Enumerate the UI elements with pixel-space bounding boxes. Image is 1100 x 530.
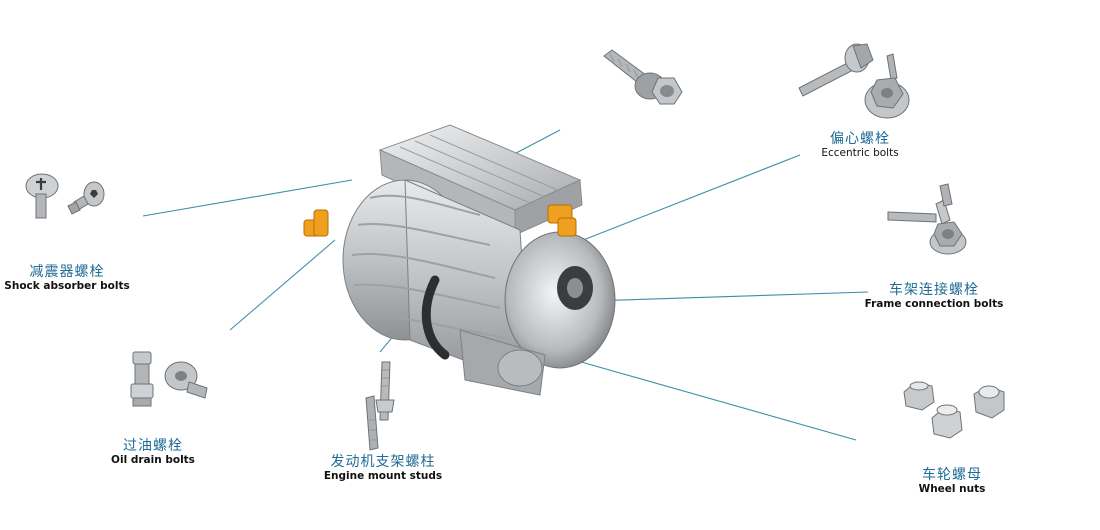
label-oil-drain-bolts-zh: 过油螺栓 bbox=[123, 438, 183, 454]
label-frame-connection-bolts: 车架连接螺栓 Frame connection bolts bbox=[860, 282, 1008, 310]
label-engine-mount-studs-en: Engine mount studs bbox=[323, 470, 443, 483]
eccentric-bolts-image bbox=[798, 43, 910, 119]
label-engine-mount-studs: 发动机支架螺柱 Engine mount studs bbox=[308, 454, 458, 482]
wheel-nuts-image bbox=[903, 381, 1005, 439]
label-wheel-nuts: 车轮螺母 Wheel nuts bbox=[902, 467, 1002, 495]
oil-drain-bolts-image bbox=[130, 351, 208, 407]
label-eccentric-bolts: 偏心螺栓 Eccentric bolts bbox=[795, 131, 925, 159]
label-shock-absorber-bolts: 减震器螺栓 Shock absorber bolts bbox=[2, 264, 132, 292]
label-engine-mount-studs-zh: 发动机支架螺柱 bbox=[330, 454, 436, 470]
label-wheel-nuts-en: Wheel nuts bbox=[918, 483, 986, 496]
label-eccentric-bolts-zh: 偏心螺栓 bbox=[830, 131, 890, 147]
label-eccentric-bolts-en: Eccentric bolts bbox=[821, 147, 899, 160]
frame-connection-bolts-image bbox=[887, 183, 967, 255]
hex-flange-bolt-image bbox=[603, 49, 683, 105]
shock-absorber-bolts-image bbox=[25, 173, 105, 219]
leader-line-eccentric bbox=[544, 154, 801, 256]
engine-mount-studs-image bbox=[365, 361, 395, 451]
label-wheel-nuts-zh: 车轮螺母 bbox=[922, 467, 982, 483]
label-frame-connection-bolts-zh: 车架连接螺栓 bbox=[889, 282, 979, 298]
label-oil-drain-bolts-en: Oil drain bolts bbox=[111, 454, 195, 467]
leader-line-shock bbox=[142, 179, 353, 217]
leader-line-oil bbox=[229, 239, 336, 331]
label-frame-connection-bolts-en: Frame connection bolts bbox=[864, 298, 1004, 311]
label-shock-absorber-bolts-en: Shock absorber bolts bbox=[4, 280, 130, 293]
label-oil-drain-bolts: 过油螺栓 Oil drain bolts bbox=[95, 438, 211, 466]
label-shock-absorber-bolts-zh: 减震器螺栓 bbox=[29, 264, 105, 280]
electric-drive-motor-image bbox=[303, 124, 616, 396]
